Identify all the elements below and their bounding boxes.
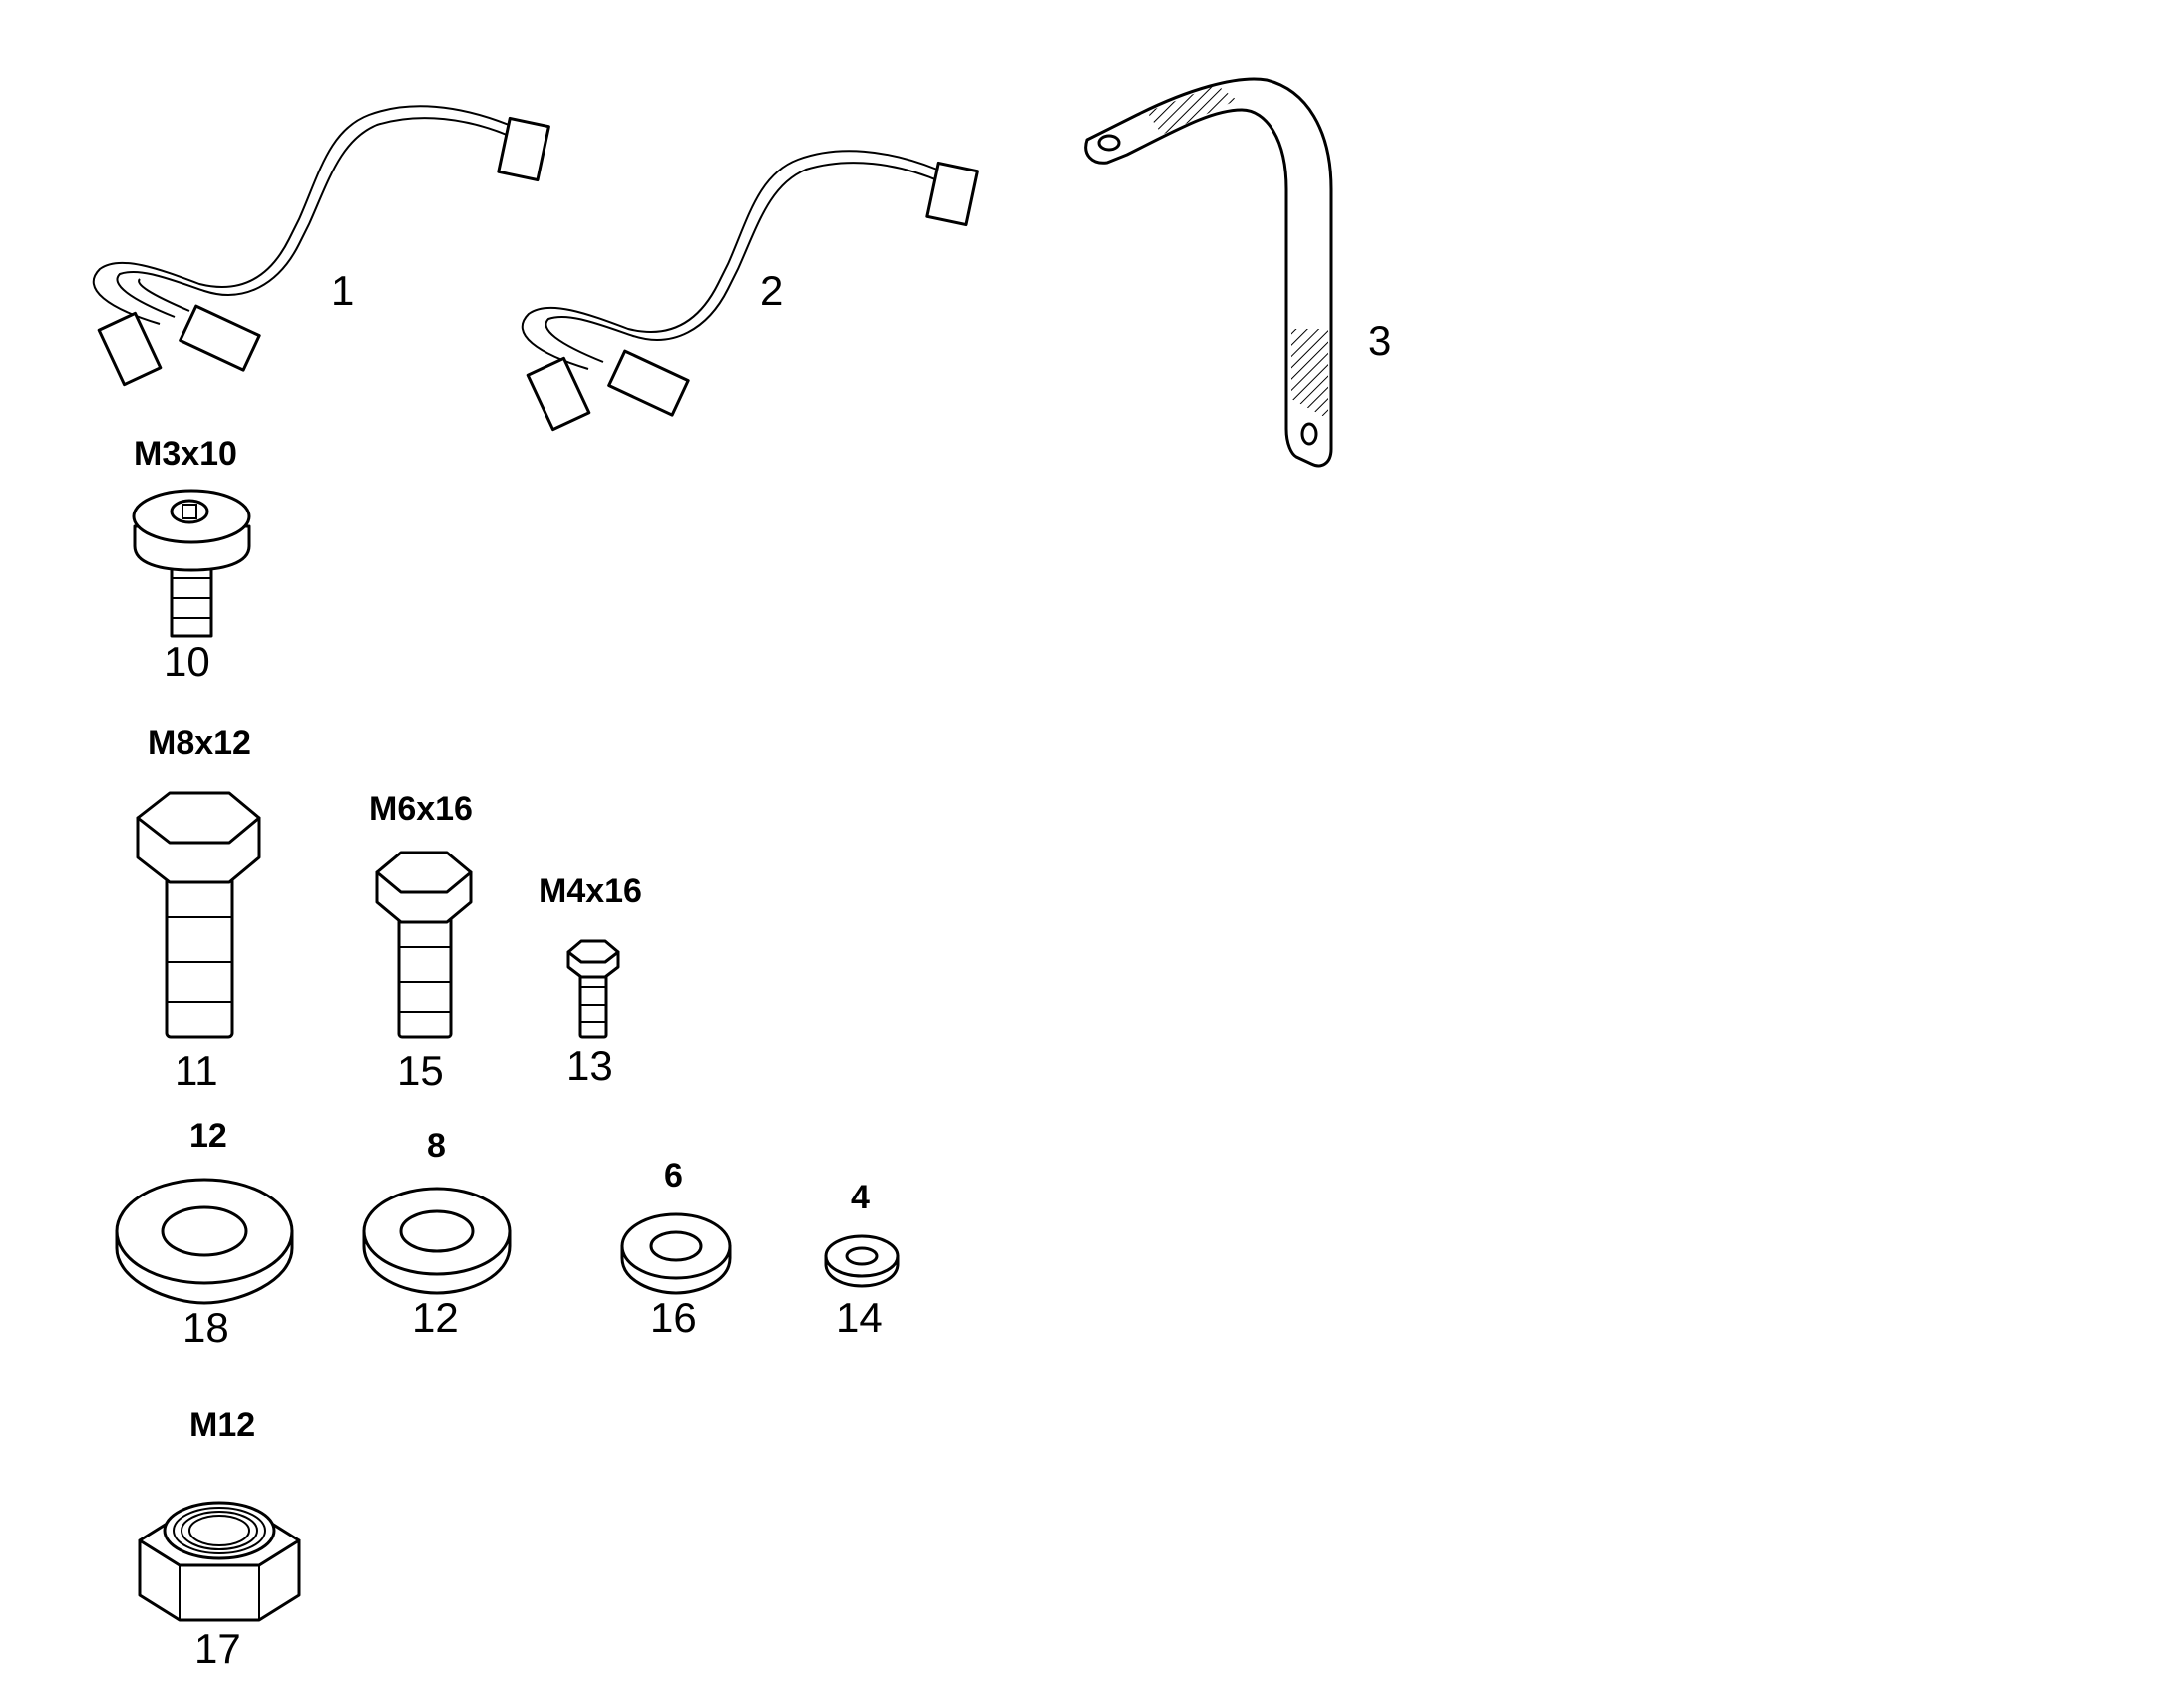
bracket-3-number: 3 — [1368, 317, 1392, 364]
screw-10-spec: M3x10 — [134, 435, 237, 473]
nut-17-spec: M12 — [189, 1406, 256, 1444]
bolt-15-spec: M6x16 — [369, 790, 473, 828]
bolt-13-spec: M4x16 — [539, 872, 642, 910]
washer-14-spec: 4 — [851, 1179, 870, 1216]
bracket-3-drawing — [1084, 77, 1333, 468]
bolt-15-number: 15 — [397, 1047, 444, 1094]
washer-14-drawing — [824, 1234, 900, 1288]
bolt-13-number: 13 — [566, 1042, 613, 1089]
wire-harness-1-drawing — [92, 105, 550, 387]
washer-16-drawing — [620, 1212, 732, 1295]
harness-1-number: 1 — [331, 267, 355, 314]
washer-18-spec: 12 — [189, 1117, 227, 1155]
washer-16-number: 16 — [650, 1294, 697, 1341]
bolt-11-drawing — [136, 791, 261, 1039]
bolt-11-number: 11 — [175, 1047, 218, 1094]
washer-18-drawing — [115, 1178, 294, 1305]
washer-12-number: 12 — [412, 1294, 459, 1341]
bolt-15-drawing — [375, 851, 473, 1039]
screw-10-number: 10 — [164, 638, 210, 685]
screw-10-drawing — [132, 489, 251, 638]
bolt-11-spec: M8x12 — [148, 724, 251, 762]
wire-harness-2-drawing — [521, 150, 979, 432]
nut-17-number: 17 — [194, 1625, 241, 1672]
washer-14-number: 14 — [836, 1294, 883, 1341]
bolt-13-drawing — [566, 939, 620, 1039]
washer-18-number: 18 — [182, 1304, 229, 1351]
washer-12-drawing — [362, 1187, 512, 1295]
harness-2-number: 2 — [760, 267, 784, 314]
washer-16-spec: 6 — [664, 1157, 683, 1195]
nut-17-drawing — [138, 1501, 301, 1622]
washer-12-spec: 8 — [427, 1127, 446, 1165]
